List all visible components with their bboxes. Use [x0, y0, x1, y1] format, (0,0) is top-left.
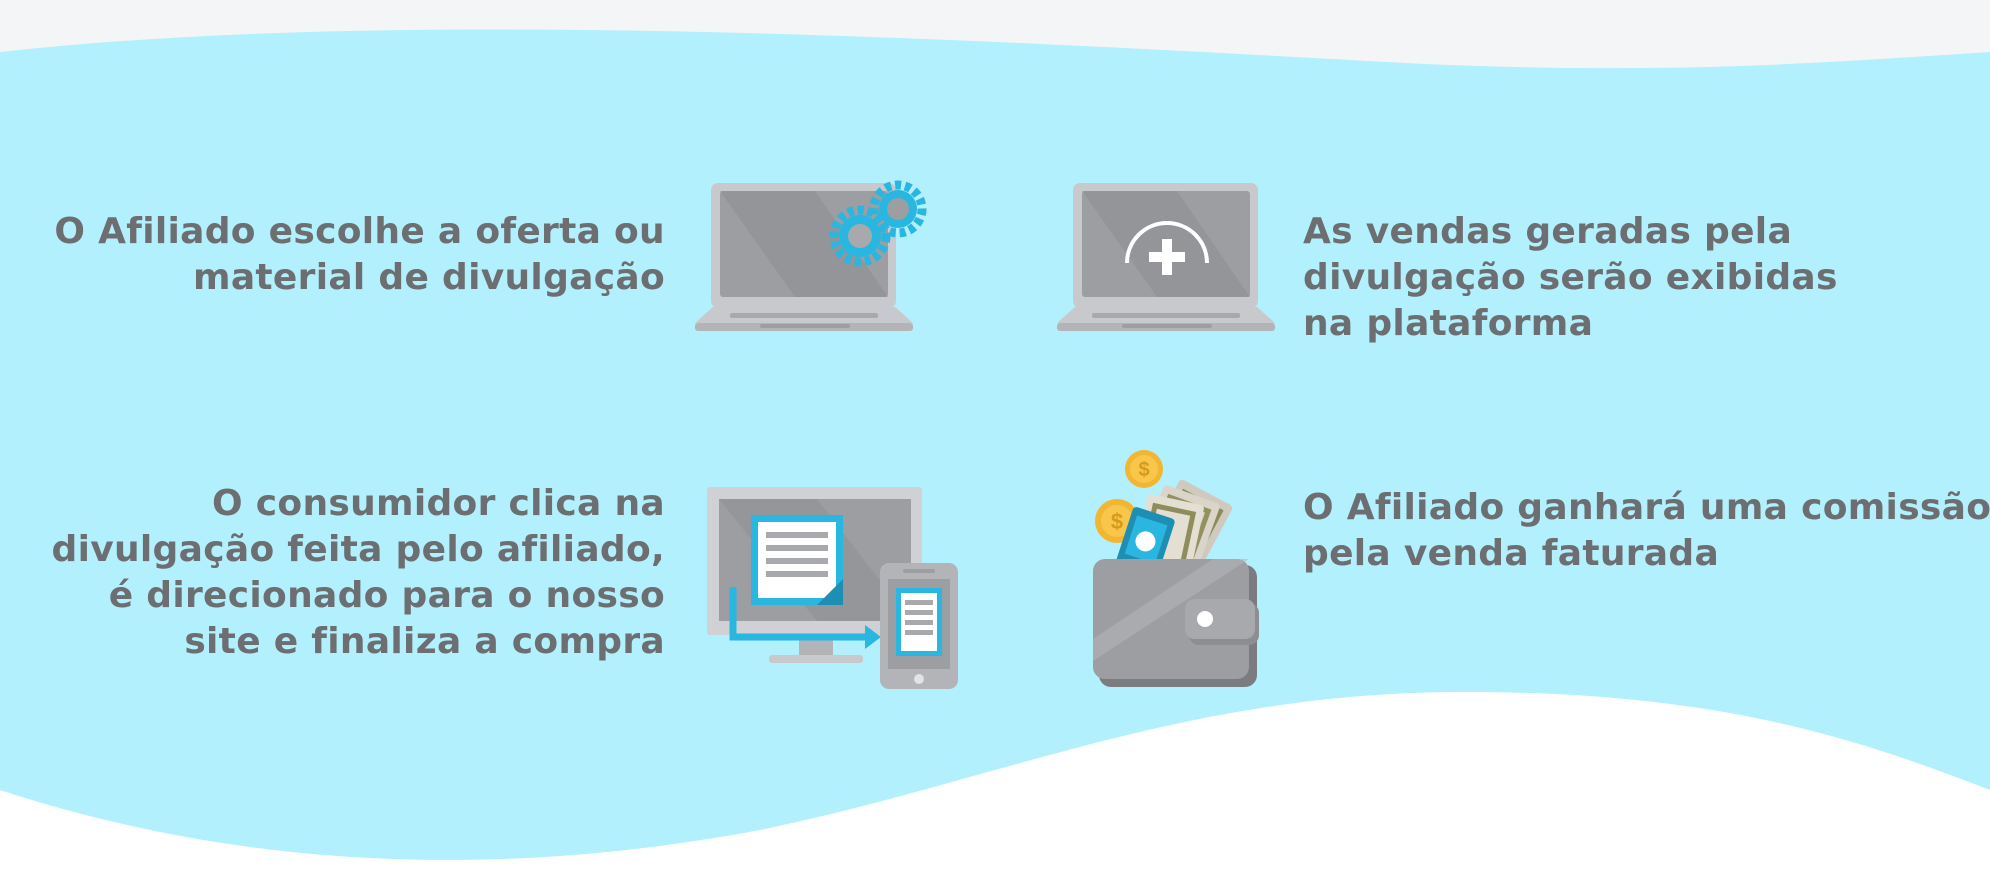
- step-2-line-3: na plataforma: [1303, 303, 1594, 344]
- svg-text:$: $: [1111, 509, 1123, 534]
- step-4-line-1: O Afiliado ganhará uma comissão: [1303, 487, 1990, 528]
- laptop-dashboard-icon: [1057, 183, 1275, 331]
- step-3-description: O consumidor clica na divulgação feita p…: [52, 481, 666, 665]
- step-1-line-1: O Afiliado escolhe a oferta ou: [54, 211, 665, 252]
- step-3-line-2: divulgação feita pelo afiliado,: [51, 529, 665, 570]
- svg-text:$: $: [1138, 459, 1149, 481]
- step-1-line-2: material de divulgação: [193, 257, 665, 298]
- step-4-line-2: pela venda faturada: [1303, 533, 1720, 574]
- step-2-line-1: As vendas geradas pela: [1303, 211, 1793, 252]
- step-1-description: O Afiliado escolhe a oferta ou material …: [54, 209, 665, 301]
- laptop-gears-icon: [695, 180, 927, 331]
- monitor-phone-icon: [707, 487, 958, 689]
- step-4-description: O Afiliado ganhará uma comissão pela ven…: [1303, 485, 1990, 577]
- step-3-line-4: site e finaliza a compra: [184, 621, 665, 662]
- step-2-description: As vendas geradas pela divulgação serão …: [1303, 209, 1838, 347]
- step-2-line-2: divulgação serão exibidas: [1303, 257, 1838, 298]
- wallet-money-icon: $ $: [1093, 450, 1259, 687]
- step-3-line-3: é direcionado para o nosso: [108, 575, 665, 616]
- step-3-line-1: O consumidor clica na: [212, 483, 665, 524]
